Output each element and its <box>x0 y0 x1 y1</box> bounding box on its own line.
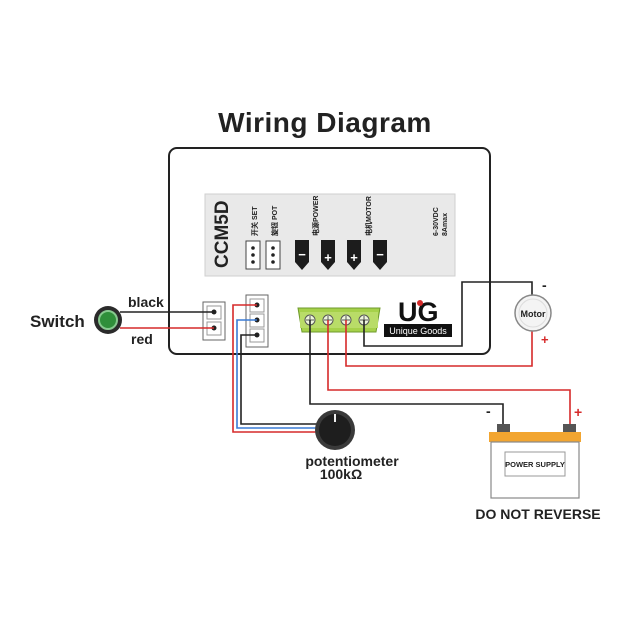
battery: POWER SUPPLY <box>489 424 581 499</box>
svg-text:−: − <box>376 247 384 262</box>
reverse-warning: DO NOT REVERSE <box>475 506 600 522</box>
potentiometer-value: 100kΩ <box>320 466 362 482</box>
brand-logo: UG Unique Goods <box>384 297 452 337</box>
power-wires <box>309 320 571 426</box>
switch-wire-black-label: black <box>128 294 164 310</box>
potentiometer-label: potentiometer <box>305 453 399 469</box>
switch-wires <box>120 311 214 329</box>
battery-pos-label: + <box>574 404 582 420</box>
svg-text:Unique Goods: Unique Goods <box>389 326 447 336</box>
motor-pos-label: + <box>541 332 549 347</box>
model-label: CCM5D <box>212 200 233 268</box>
motor-neg-label: - <box>542 277 547 293</box>
pot-header-label: 旋钮 POT <box>270 205 279 237</box>
diagram-title: Wiring Diagram <box>218 107 432 138</box>
battery-label: POWER SUPPLY <box>505 460 565 469</box>
svg-text:+: + <box>350 250 358 265</box>
rating-line2: 8Amax <box>442 213 449 236</box>
rating-line1: 6-30VDC <box>433 207 440 236</box>
power-header-label: 电源POWER <box>311 196 320 236</box>
motor: Motor <box>514 294 552 332</box>
power-plus-terminal: + <box>321 240 335 270</box>
switch-label: Switch <box>30 312 85 331</box>
motor-label: Motor <box>521 309 546 319</box>
motor-header-label: 电机MOTOR <box>364 196 373 236</box>
pot-wires <box>232 304 320 433</box>
battery-neg-label: - <box>486 403 491 419</box>
potentiometer-knob <box>315 410 355 450</box>
power-minus-terminal: − <box>295 240 309 270</box>
switch-header-label: 开关 SET <box>250 206 259 236</box>
motor-plus-terminal: + <box>347 240 361 270</box>
switch-wire-red-label: red <box>131 331 153 347</box>
svg-text:−: − <box>298 247 306 262</box>
motor-minus-terminal: − <box>373 240 387 270</box>
svg-text:+: + <box>324 250 332 265</box>
motor-wires <box>345 281 533 367</box>
switch-button <box>94 306 122 334</box>
